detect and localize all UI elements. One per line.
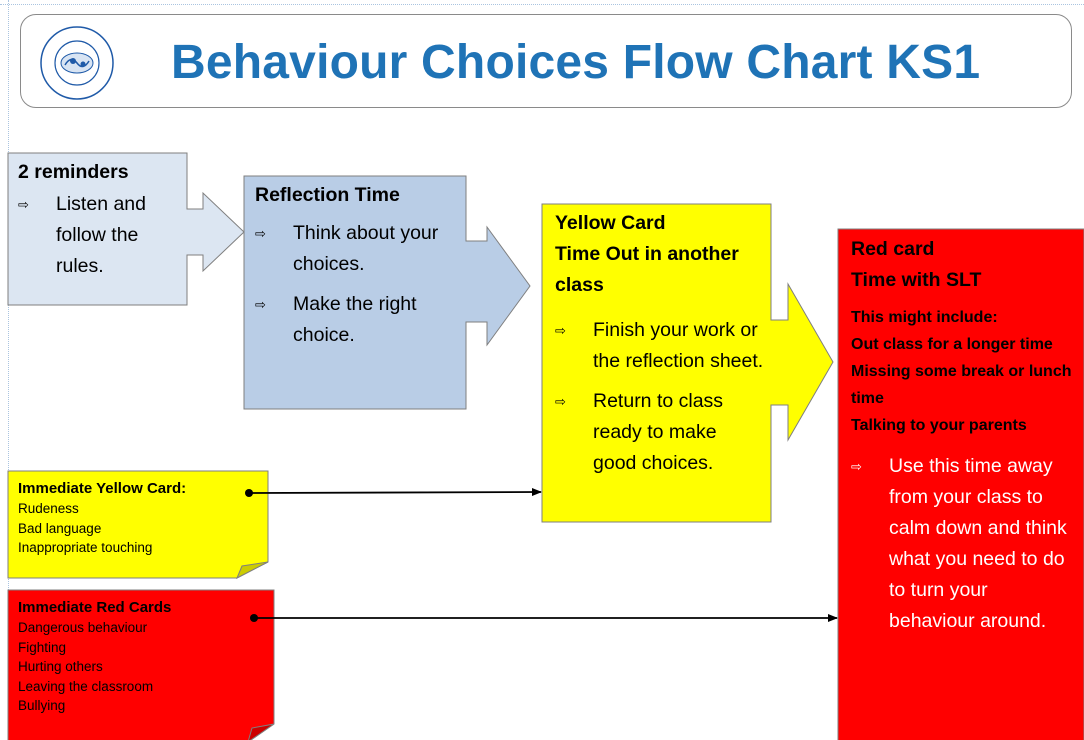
immediate-red-item: Dangerous behaviour: [18, 620, 148, 635]
reflection-bullet: ⇨ Make the right choice.: [255, 289, 460, 351]
immediate-red-item: Bullying: [18, 698, 66, 713]
reflection-bullet: ⇨ Think about your choices.: [255, 218, 460, 280]
arrow-bullet-icon: ⇨: [18, 197, 29, 212]
guide-line-left: [8, 0, 9, 740]
yellow-card-subtitle: Time Out in another class: [555, 243, 739, 296]
guide-line-top: [0, 4, 1084, 5]
reminders-bullet: ⇨ Listen and follow the rules.: [18, 189, 178, 282]
immediate-yellow-item: Rudeness: [18, 501, 79, 516]
immediate-yellow-title: Immediate Yellow Card:: [18, 480, 187, 497]
yellow-card-bullet-text: Finish your work or the reflection sheet…: [593, 319, 764, 372]
yellow-card-box-shape: [541, 203, 834, 523]
red-card-include-line: Talking to your parents: [851, 417, 1027, 434]
yellow-card-stage: Yellow Card Time Out in another class ⇨ F…: [555, 208, 765, 479]
immediate-red-title: Immediate Red Cards: [18, 599, 172, 616]
red-card-title: Red card: [851, 238, 935, 260]
immediate-yellow-note: Immediate Yellow Card: Rudeness Bad lang…: [18, 479, 258, 558]
red-card-bullet-text: Use this time away from your class to ca…: [889, 455, 1067, 632]
red-card-include-line: This might include:: [851, 309, 998, 326]
reflection-bullet-text: Make the right choice.: [293, 293, 417, 346]
red-card-bullet: ⇨ Use this time away from your class to c…: [851, 451, 1077, 637]
reflection-title: Reflection Time: [255, 184, 400, 206]
red-card-box-shape: [837, 228, 1084, 740]
yellow-connector-arrow: [248, 488, 542, 497]
reflection-bullet-text: Think about your choices.: [293, 222, 439, 275]
immediate-yellow-item: Bad language: [18, 520, 102, 536]
red-note-fold: [248, 723, 275, 740]
yellow-note-fold: [236, 561, 269, 580]
immediate-red-item: Fighting: [18, 639, 67, 655]
red-card-include-line: Out class for a longer time: [851, 336, 1053, 353]
arrow-bullet-icon: ⇨: [555, 323, 566, 338]
reminders-title: 2 reminders: [18, 161, 129, 183]
arrow-bullet-icon: ⇨: [255, 297, 266, 312]
reminders-stage: 2 reminders ⇨ Listen and follow the rules…: [18, 157, 178, 282]
yellow-card-bullet: ⇨ Finish your work or the reflection shee…: [555, 315, 765, 377]
red-card-includes: This might include: Out class for a long…: [851, 304, 1077, 439]
red-card-include-line: Missing some break or lunch time: [851, 363, 1072, 407]
reminders-bullet-text: Listen and follow the rules.: [56, 193, 146, 277]
yellow-card-bullet-text: Return to class ready to make good choic…: [593, 390, 724, 474]
immediate-yellow-item: Inappropriate touching: [18, 540, 153, 555]
yellow-card-bullet: ⇨ Return to class ready to make good choi…: [555, 386, 765, 479]
yellow-card-title: Yellow Card: [555, 212, 666, 234]
reminders-box-shape: [7, 152, 245, 306]
red-card-stage: Red card Time with SLT This might includ…: [851, 234, 1077, 637]
arrow-bullet-icon: ⇨: [255, 226, 266, 241]
immediate-red-note: Immediate Red Cards Dangerous behaviour …: [18, 598, 258, 716]
header-banner: Behaviour Choices Flow Chart KS1: [20, 14, 1072, 108]
reflection-stage: Reflection Time ⇨ Think about your choice…: [255, 180, 460, 351]
immediate-red-item: Hurting others: [18, 659, 103, 674]
arrow-bullet-icon: ⇨: [851, 459, 862, 474]
reflection-box-shape: [243, 175, 531, 410]
immediate-red-item: Leaving the classroom: [18, 678, 154, 694]
red-card-subtitle: Time with SLT: [851, 269, 982, 291]
school-logo: [40, 26, 114, 100]
arrow-bullet-icon: ⇨: [555, 394, 566, 409]
page-title: Behaviour Choices Flow Chart KS1: [171, 36, 981, 89]
